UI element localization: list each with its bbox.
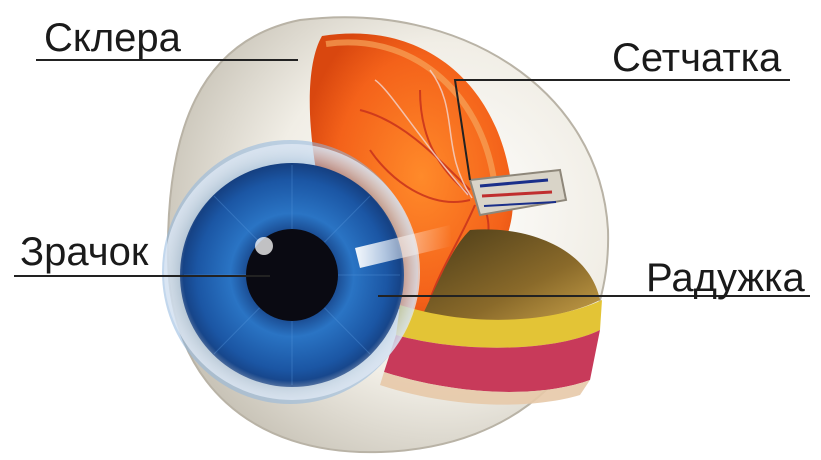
label-iris: Радужка [646,258,805,298]
label-sclera: Склера [44,18,181,58]
label-pupil: Зрачок [20,232,148,272]
label-retina: Сетчатка [612,38,781,78]
